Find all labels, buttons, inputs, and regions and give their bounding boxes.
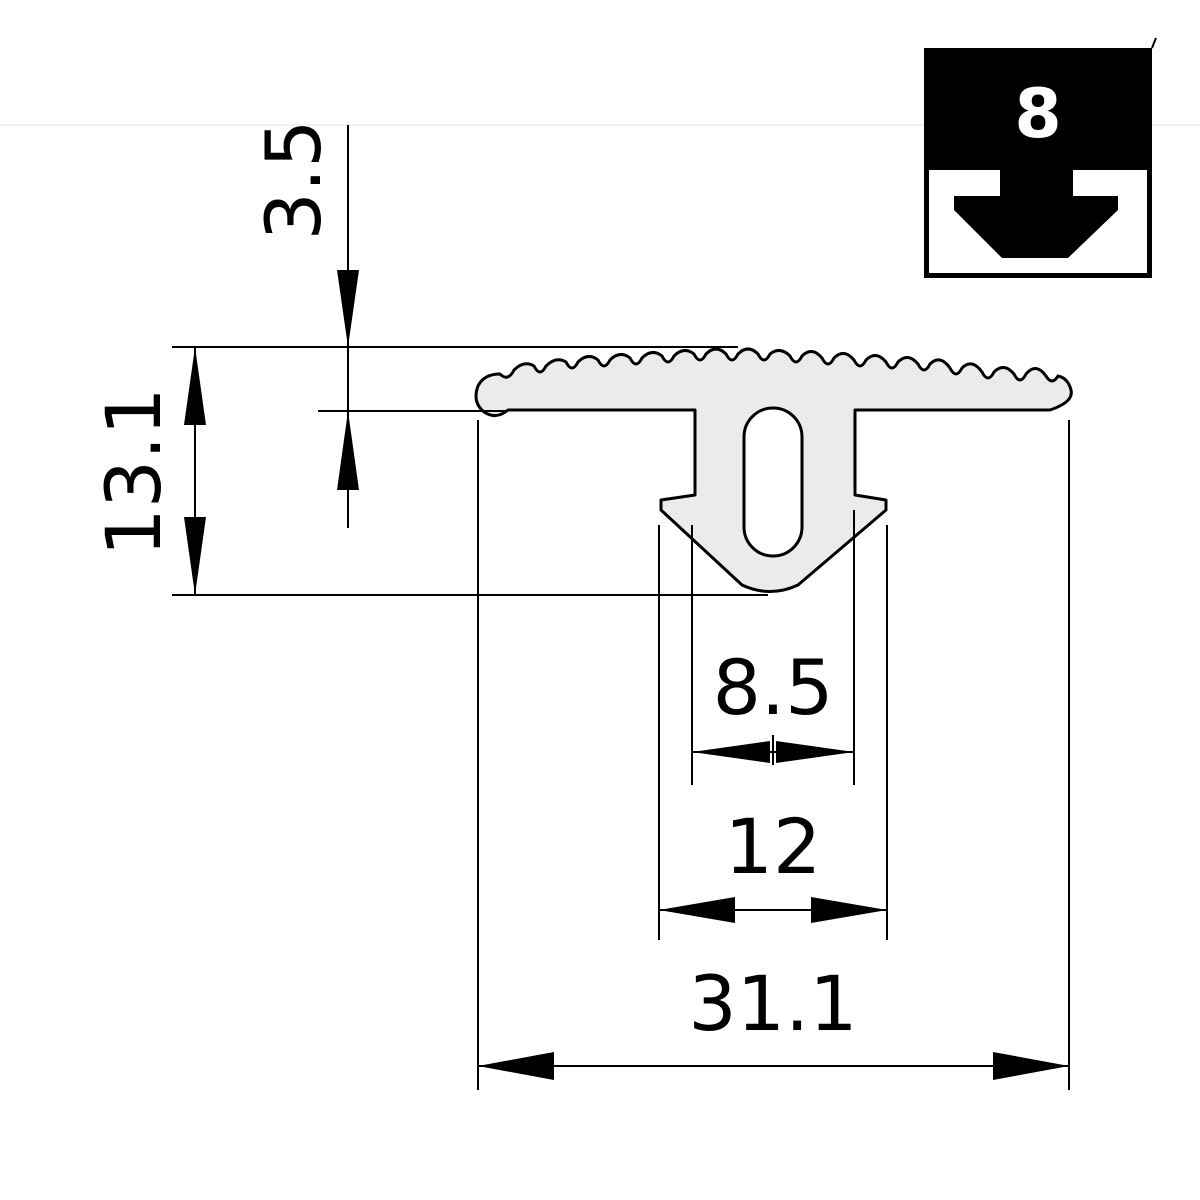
profile-slot [742,406,804,558]
dim-lip-thickness: 3.5 [249,120,359,528]
dim-foot-width-label: 12 [725,802,822,891]
slot-size-number: 8 [1014,75,1061,154]
dim-neck-width: 8.5 [692,643,854,765]
slot-size-badge: 8 [924,37,1157,278]
dim-lip-thickness-label: 3.5 [249,120,338,241]
dim-total-height-label: 13.1 [89,387,178,556]
dim-total-height: 13.1 [89,347,206,595]
dim-total-width-label: 31.1 [688,959,857,1048]
dim-neck-width-label: 8.5 [713,643,834,732]
extension-lines [172,346,1070,1090]
badge-corner-tick [1151,37,1157,49]
dim-total-width: 31.1 [478,959,1069,1080]
dim-foot-width: 12 [659,802,887,923]
